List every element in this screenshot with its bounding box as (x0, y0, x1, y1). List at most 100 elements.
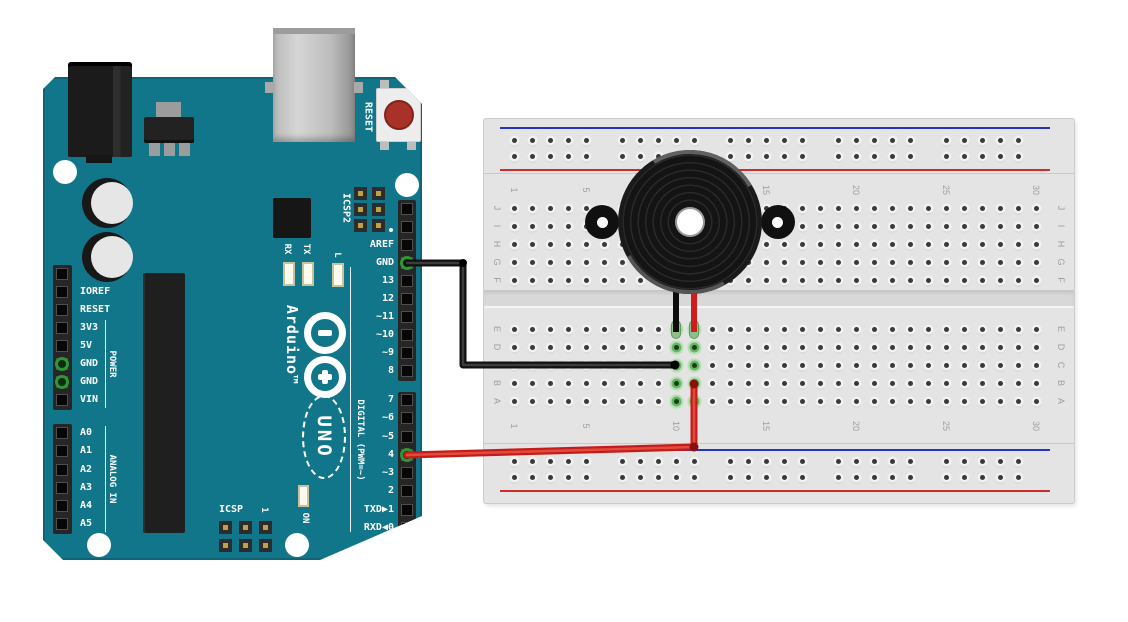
breadboard-hole-F2 (529, 277, 535, 283)
breadboard-hole-A29 (1015, 398, 1021, 404)
breadboard-hole-C8 (637, 362, 643, 368)
breadboard-hole (781, 458, 787, 464)
breadboard-hole-D29 (1015, 344, 1021, 350)
breadboard-hole (619, 458, 625, 464)
breadboard-hole-B15 (763, 380, 769, 386)
breadboard-hole-B1 (511, 380, 517, 386)
breadboard-hole (907, 458, 913, 464)
breadboard-hole-H6 (601, 241, 607, 247)
breadboard-hole (835, 474, 841, 480)
breadboard-hole-F5 (583, 277, 589, 283)
digital-pin-aux0 (401, 203, 413, 215)
bottom-rail-negative-line (500, 449, 1050, 451)
breadboard-hole-B6 (601, 380, 607, 386)
usb-port (273, 28, 355, 142)
breadboard-hole-H23 (907, 241, 913, 247)
breadboard-hole-E28 (997, 326, 1003, 332)
breadboard-hole-E13 (727, 326, 733, 332)
breadboard-hole (961, 153, 967, 159)
breadboard-hole-G2 (529, 259, 535, 265)
power-pin-IOREF (56, 286, 68, 298)
pin-label-GND: GND (80, 376, 99, 387)
top-rail-positive-line (500, 169, 1050, 171)
column-number-15: 15 (761, 420, 771, 432)
breadboard-hole-C3 (547, 362, 553, 368)
breadboard-hole-A7 (619, 398, 625, 404)
breadboard-hole-H2 (529, 241, 535, 247)
icsp-label: ICSP (219, 504, 244, 515)
breadboard-hole (853, 474, 859, 480)
breadboard-hole-G7 (619, 259, 625, 265)
breadboard-hole-H24 (925, 241, 931, 247)
icsp2-pin (354, 219, 367, 232)
voltage-regulator-leg (164, 143, 175, 156)
mounting-hole (87, 533, 111, 557)
arduino-uno-board[interactable]: RESET ICSP2 ICSP 1 (43, 28, 422, 560)
breadboard-hole-J17 (799, 205, 805, 211)
electrolytic-capacitor (82, 178, 133, 228)
breadboard-hole (529, 153, 535, 159)
breadboard-hole-C11 (691, 362, 697, 368)
breadboard-hole-J28 (997, 205, 1003, 211)
on-led (298, 485, 309, 507)
breadboard-hole-F25 (943, 277, 949, 283)
breadboard-hole-I19 (835, 223, 841, 229)
breadboard-hole (619, 474, 625, 480)
breadboard-hole-J22 (889, 205, 895, 211)
breadboard-hole (655, 474, 661, 480)
breadboard[interactable]: 115510101515202025253030JJIIHHGGFFEEDDCC… (484, 119, 1074, 503)
breadboard-hole (637, 137, 643, 143)
breadboard-hole-B4 (565, 380, 571, 386)
breadboard-hole-B19 (835, 380, 841, 386)
breadboard-hole-A4 (565, 398, 571, 404)
breadboard-hole (655, 137, 661, 143)
breadboard-hole-J19 (835, 205, 841, 211)
breadboard-hole-D5 (583, 344, 589, 350)
usb-port-tab (265, 82, 274, 93)
digital-pin-~6 (401, 412, 413, 424)
breadboard-hole (511, 137, 517, 143)
breadboard-hole-G23 (907, 259, 913, 265)
breadboard-hole-C15 (763, 362, 769, 368)
breadboard-hole-B26 (961, 380, 967, 386)
analog-pin-A0 (56, 427, 68, 439)
breadboard-hole-F17 (799, 277, 805, 283)
breadboard-hole-E4 (565, 326, 571, 332)
rx-label: RX (282, 243, 292, 255)
digital-pin-8 (401, 365, 413, 377)
breadboard-hole-C10 (673, 362, 679, 368)
breadboard-hole (673, 458, 679, 464)
breadboard-hole-G3 (547, 259, 553, 265)
column-number-5: 5 (581, 187, 591, 193)
breadboard-hole-H26 (961, 241, 967, 247)
breadboard-hole-I25 (943, 223, 949, 229)
breadboard-hole-B17 (799, 380, 805, 386)
breadboard-hole-E8 (637, 326, 643, 332)
column-number-20: 20 (851, 420, 861, 432)
breadboard-hole-D2 (529, 344, 535, 350)
breadboard-hole-H27 (979, 241, 985, 247)
breadboard-hole-G30 (1033, 259, 1039, 265)
breadboard-hole (763, 153, 769, 159)
breadboard-hole-F30 (1033, 277, 1039, 283)
breadboard-hole-D12 (709, 344, 715, 350)
breadboard-hole-I27 (979, 223, 985, 229)
breadboard-hole-C13 (727, 362, 733, 368)
breadboard-hole-B10 (673, 380, 679, 386)
icsp2-label: ICSP2 (340, 192, 352, 224)
breadboard-hole-E6 (601, 326, 607, 332)
mounting-hole (395, 173, 419, 197)
reset-button[interactable] (384, 100, 414, 130)
breadboard-hole-F29 (1015, 277, 1021, 283)
row-letter-B: B (492, 379, 502, 387)
analog-pin-A3 (56, 482, 68, 494)
breadboard-hole-B21 (871, 380, 877, 386)
breadboard-hole-C12 (709, 362, 715, 368)
breadboard-hole-I30 (1033, 223, 1039, 229)
breadboard-hole-F28 (997, 277, 1003, 283)
breadboard-hole-D22 (889, 344, 895, 350)
breadboard-hole-D7 (619, 344, 625, 350)
pin4-connection (400, 448, 414, 462)
breadboard-hole-F7 (619, 277, 625, 283)
breadboard-hole-E24 (925, 326, 931, 332)
